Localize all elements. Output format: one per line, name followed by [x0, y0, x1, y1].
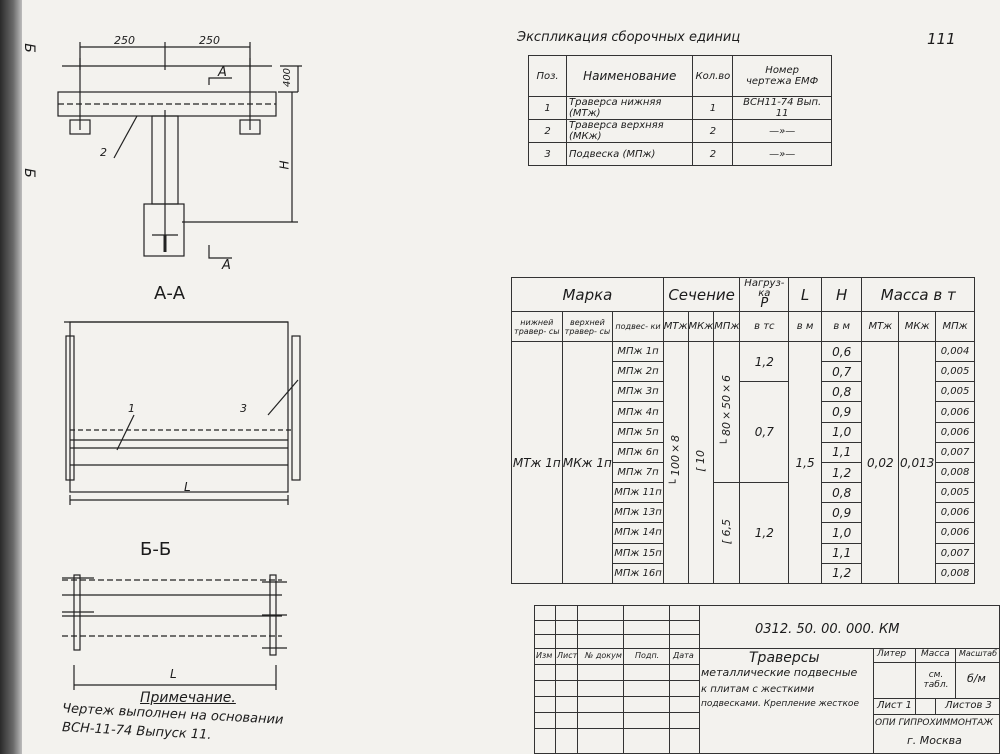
table-row: МТж 1п МКж 1п МПж 1п └ 100×8 [ 10 └ 80×5…: [511, 340, 975, 584]
scale-value: б/м: [967, 672, 986, 685]
load-top: 1,2: [739, 340, 790, 383]
drawing-code: 0312. 50. 00. 000. КМ: [755, 622, 900, 637]
technical-drawing: [57, 42, 302, 690]
section-mpzh-top: └ 80×50×6: [713, 340, 741, 484]
title-block: 0312. 50. 00. 000. КМ Изм Лист № докум П…: [534, 605, 1000, 754]
exp-header-qty: Кол.во: [692, 55, 734, 97]
section-mkzh: [ 10: [687, 341, 715, 584]
callout-1: 1: [128, 402, 135, 415]
note-title: Примечание.: [140, 690, 236, 706]
load-bottom: 1,2: [739, 482, 790, 584]
table-row: МПж 16п 1,2 0,008: [512, 562, 975, 585]
table-row: МПж 11п [ 6,5 1,2 0,8 0,005: [512, 482, 975, 584]
length-value: 1,5: [788, 341, 822, 584]
label-h: H: [277, 160, 292, 170]
section-aa-title: А-А: [154, 283, 186, 304]
table-row: МПж 4п 0,9 0,006: [512, 401, 975, 423]
explication-title: Экспликация сборочных единиц: [517, 30, 741, 45]
table-row: МПж 6п 1,1 0,007: [512, 441, 975, 463]
callout-2: 2: [100, 146, 107, 159]
organization: ОПИ ГИПРОХИММОНТАЖ: [875, 718, 994, 728]
header-suspension: подвес- ки: [612, 311, 664, 342]
exp-header-name: Наименование: [566, 55, 694, 97]
exp-header-pos: Поз.: [527, 55, 568, 97]
exp-row: 1 Траверса нижняя (МТж) 1 ВСН11-74 Вып. …: [527, 96, 832, 120]
mass-mkzh: 0,013: [898, 341, 937, 584]
upper-mark: МКж 1п: [561, 341, 614, 584]
table-row: МПж 3п 0,7 0,8 0,005: [512, 381, 975, 484]
header-l: L: [788, 277, 822, 312]
section-bb-title: Б-Б: [140, 539, 172, 560]
table-row: МПж 14п 1,0 0,006: [512, 522, 975, 544]
document-name: Траверсы: [749, 650, 820, 666]
label-l-bb: L: [170, 667, 177, 681]
header-section: Сечение: [662, 277, 741, 312]
section-mtzh: └ 100×8: [662, 341, 689, 584]
page-number: 111: [927, 30, 956, 48]
dim-right: 250: [199, 34, 220, 47]
header-lower: нижней травер- сы: [511, 311, 563, 342]
sheet-count: Листов 3: [945, 700, 992, 711]
table-row: МПж 15п 1,1 0,007: [512, 542, 975, 564]
header-h: H: [820, 277, 863, 312]
label-l-aa: L: [184, 480, 191, 494]
exp-row: 3 Подвеска (МПж) 2 —»—: [527, 142, 832, 166]
lower-mark: МТж 1п: [511, 341, 563, 584]
drawing-sheet: Б Б 111: [21, 0, 1000, 754]
table-row: МПж 7п 1,2 0,008: [512, 461, 975, 484]
dim-left: 250: [114, 34, 135, 47]
exp-row: 2 Траверса верхняя (МКж) 2 —»—: [527, 119, 832, 143]
section-mark-a-top: A: [218, 65, 227, 80]
sheet-number: Лист 1: [877, 700, 912, 711]
dim-height: 400: [282, 67, 294, 88]
section-mark-a-bottom: A: [222, 258, 231, 273]
section-mpzh-bottom: [ 6,5: [713, 482, 741, 584]
header-mass: Масса в т: [861, 277, 975, 312]
header-marka: Марка: [511, 277, 664, 312]
callout-3: 3: [240, 402, 247, 415]
mass-value: см. табл.: [923, 670, 949, 690]
mass-mtzh: 0,02: [861, 341, 900, 584]
load-mid: 0,7: [739, 381, 790, 484]
table-row: МПж 5п 1,0 0,006: [512, 421, 975, 443]
binding-spine: [0, 0, 22, 754]
header-upper: верхней травер- сы: [561, 311, 614, 342]
table-row: МПж 13п 0,9 0,006: [512, 502, 975, 524]
